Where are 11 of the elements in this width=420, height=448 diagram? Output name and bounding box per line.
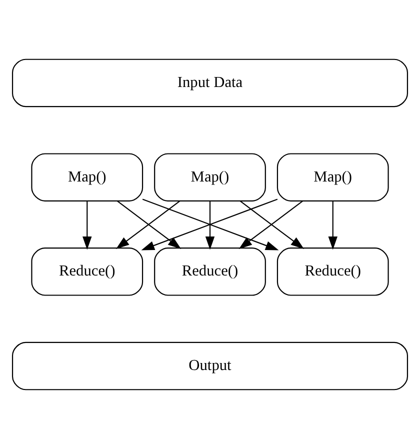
node-box: Reduce() (31, 247, 144, 296)
node-box: Input Data (12, 58, 408, 107)
node-box: Reduce() (154, 247, 266, 296)
node-box: Map() (154, 152, 266, 201)
arrow (82, 200, 92, 250)
node-box: Output (12, 341, 408, 390)
arrow (205, 200, 215, 250)
arrow (328, 200, 338, 250)
node-box: Map() (31, 152, 144, 201)
node-box: Map() (276, 152, 389, 201)
node-box: Reduce() (276, 247, 389, 296)
